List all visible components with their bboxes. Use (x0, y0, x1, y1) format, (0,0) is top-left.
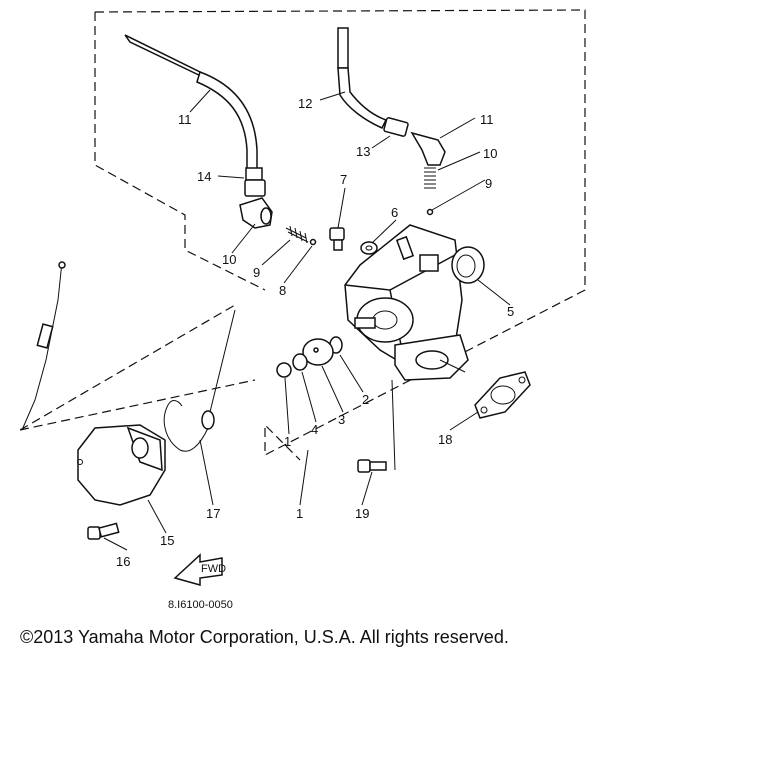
callout-7: 7 (340, 172, 347, 187)
diagram-reference-code: 8.I6100-0050 (168, 599, 233, 610)
callout-10-left: 9 (253, 265, 260, 280)
spring-10-left (285, 225, 317, 246)
callout-9-left: 8 (279, 283, 286, 298)
washer-8 (360, 241, 378, 255)
callout-6: 5 (507, 304, 514, 319)
copyright-notice: ©2013 Yamaha Motor Corporation, U.S.A. A… (20, 627, 509, 647)
washer-4 (292, 353, 308, 371)
callout-17: 17 (206, 506, 220, 521)
oil-pump-body-1 (344, 224, 469, 381)
plate-3 (302, 338, 334, 366)
callout-3: 3 (338, 412, 345, 427)
exploded-parts-diagram: FWD 11 12 13 11 14 10 9 (19, 9, 586, 610)
callout-14-right: 13 (356, 144, 370, 159)
assembly-boundary-lower (19, 304, 256, 431)
elbow-fitting-11-left (239, 197, 273, 229)
hose-12 (124, 34, 263, 181)
pump-cover-15 (77, 424, 166, 506)
callout-10-right: 10 (483, 146, 497, 161)
control-cable (21, 261, 66, 431)
hose-13 (337, 27, 388, 129)
fitting-14-left (244, 179, 266, 197)
bolt-16 (87, 522, 120, 540)
gasket-18 (474, 371, 531, 419)
callout-16: 16 (116, 554, 130, 569)
fwd-label: FWD (201, 563, 226, 575)
callout-13: 12 (298, 96, 312, 111)
callout-2: 2 (362, 392, 369, 407)
callout-15: 15 (160, 533, 174, 548)
assembly-boundary-upper (94, 9, 586, 461)
fitting-14-right (383, 117, 409, 137)
callout-labels: 11 12 13 11 14 10 9 10 9 8 7 6 5 2 3 4 1… (116, 96, 514, 569)
callout-11-right: 11 (480, 112, 494, 127)
bolt-19 (357, 459, 387, 473)
callout-9-right: 9 (485, 176, 492, 191)
callout-4: 4 (311, 422, 318, 437)
fwd-arrow-icon: FWD (173, 553, 226, 586)
leader-lines (103, 89, 511, 551)
callout-1: 1 (296, 506, 303, 521)
spring-10-right (424, 167, 436, 216)
elbow-fitting-11-right (410, 131, 446, 166)
callout-11-left: 10 (222, 252, 236, 267)
callout-14-left: 14 (197, 169, 211, 184)
callout-5: 1 (284, 434, 291, 449)
bolt-7 (329, 227, 345, 251)
oil-seal-6 (451, 246, 485, 284)
nut-5 (276, 362, 292, 378)
cable-17 (163, 309, 236, 452)
callout-19: 19 (355, 506, 369, 521)
callout-18: 18 (438, 432, 452, 447)
callout-8: 6 (391, 205, 398, 220)
callout-12: 11 (178, 112, 192, 127)
